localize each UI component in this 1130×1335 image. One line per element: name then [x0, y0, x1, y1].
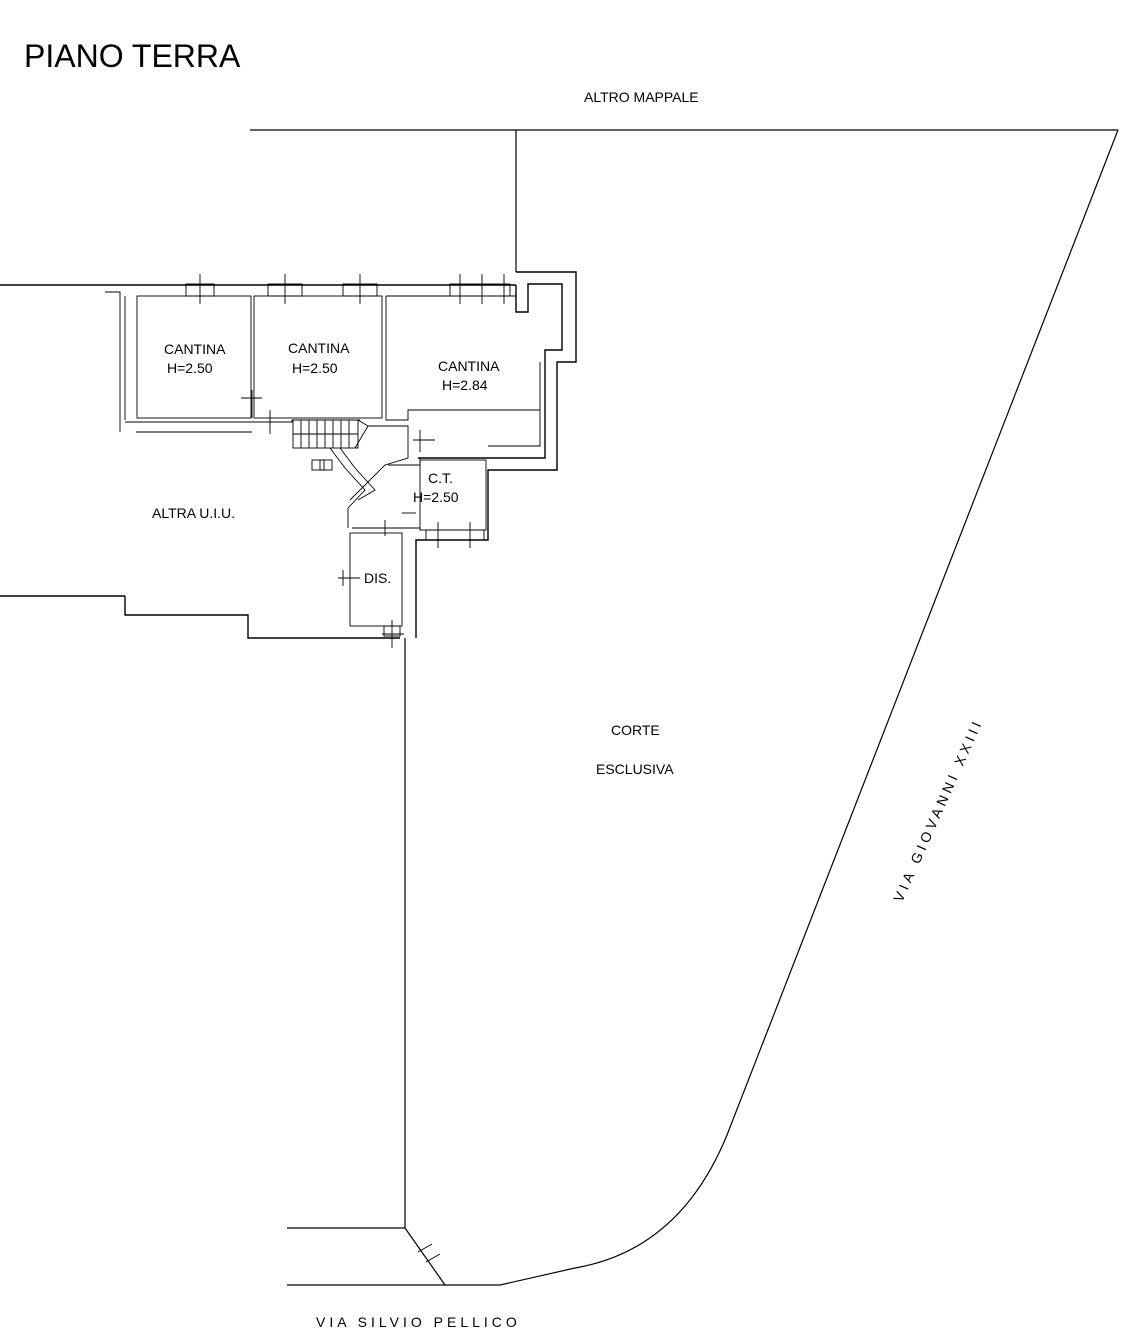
courtyard-label-line2: ESCLUSIVA: [596, 761, 674, 777]
window-markers: [185, 274, 511, 648]
room-4-height: H=2.50: [413, 489, 459, 505]
room-2-name: CANTINA: [288, 340, 350, 356]
plan-title: PIANO TERRA: [24, 38, 241, 74]
room-3-name: CANTINA: [438, 358, 500, 374]
room-4-name: C.T.: [428, 470, 453, 486]
room-5-name: DIS.: [364, 570, 391, 586]
neighbor-west-label: ALTRA U.I.U.: [152, 505, 235, 521]
street-south-label: VIA SILVIO PELLICO: [316, 1314, 521, 1330]
courtyard-label-line1: CORTE: [611, 722, 660, 738]
room-3-height: H=2.84: [442, 377, 488, 393]
room-1-height: H=2.50: [167, 360, 213, 376]
street-east-label: VIA GIOVANNI XXIII: [890, 716, 986, 905]
building-walls: [0, 271, 577, 639]
room-1-name: CANTINA: [164, 341, 226, 357]
neighbor-north-label: ALTRO MAPPALE: [584, 89, 699, 105]
property-boundary: [250, 129, 1119, 1286]
room-2-height: H=2.50: [292, 360, 338, 376]
